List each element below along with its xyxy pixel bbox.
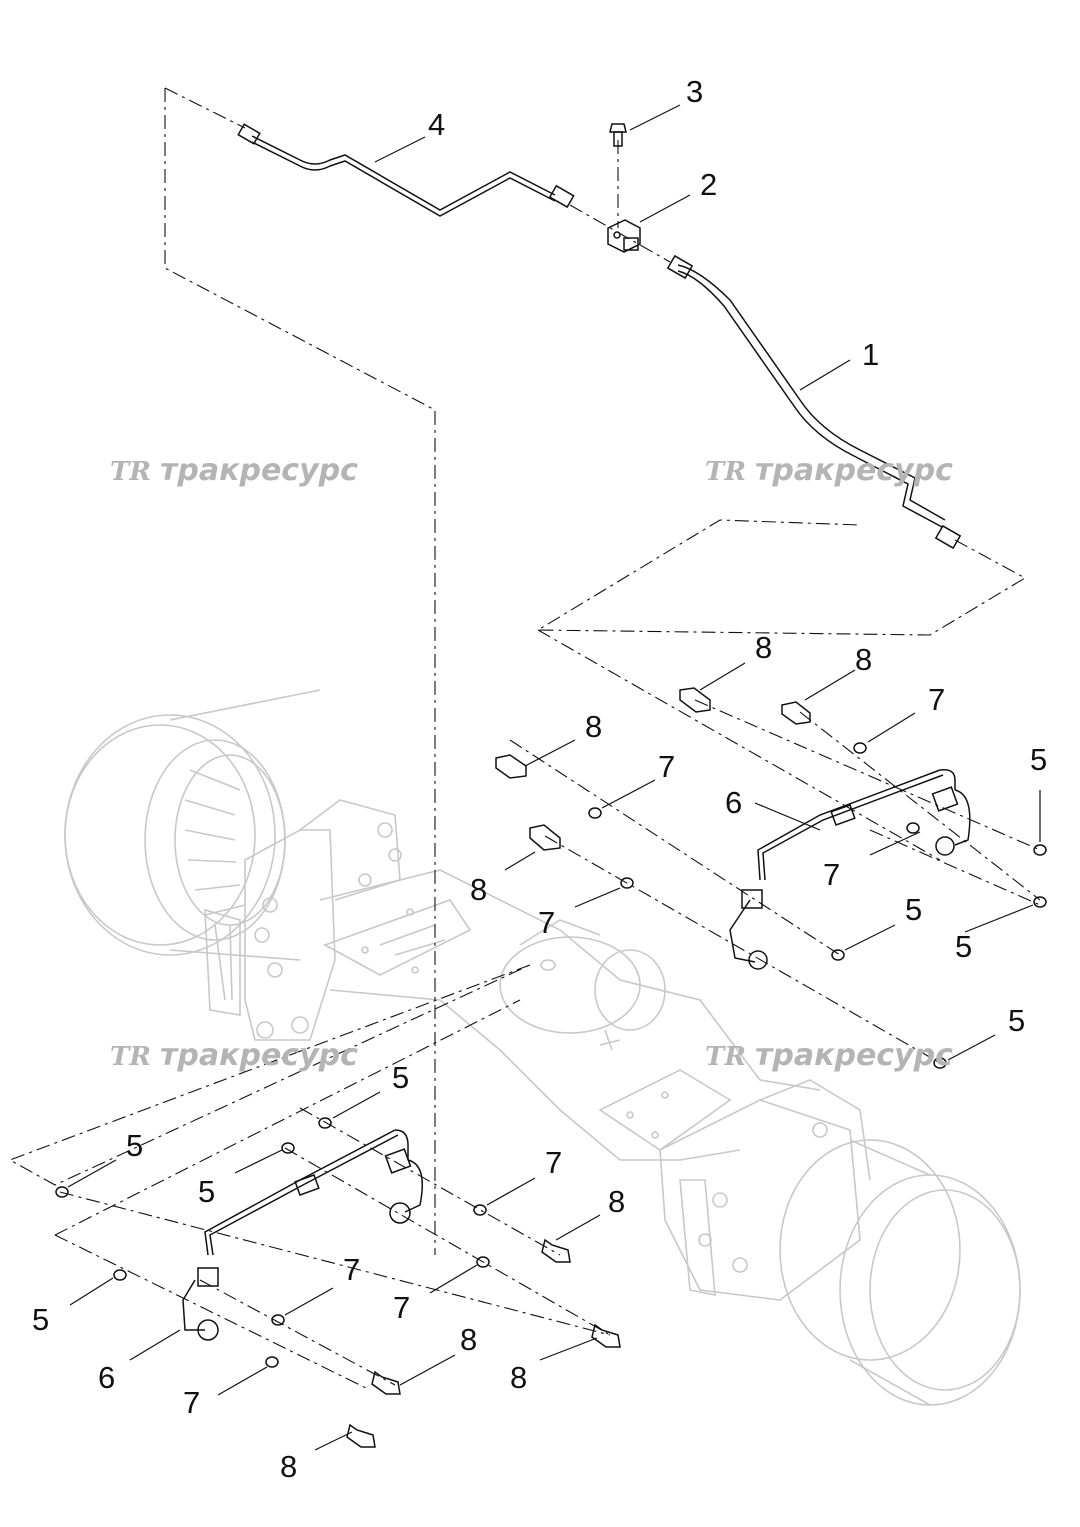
callout-3: 3 [686, 74, 703, 109]
callout-5: 5 [905, 892, 922, 927]
callout-7: 7 [545, 1145, 562, 1180]
banjo-bolts [346, 687, 811, 1448]
callout-8: 8 [755, 630, 772, 665]
brake-pipe-6-left [182, 1129, 423, 1341]
callout-6: 6 [725, 785, 742, 820]
callout-4: 4 [428, 107, 445, 142]
callout-2: 2 [700, 167, 717, 202]
callout-8: 8 [460, 1322, 477, 1357]
callout-5: 5 [32, 1302, 49, 1337]
brake-pipe-6-right [729, 768, 971, 970]
washers [55, 742, 1047, 1368]
tee-fitting-2 [607, 219, 641, 253]
watermark-top-left: TR тракресурс [110, 453, 358, 488]
alignment-lines [8, 87, 1041, 1391]
callout-5: 5 [126, 1128, 143, 1163]
brake-pipe-1 [666, 254, 962, 550]
callout-7: 7 [183, 1385, 200, 1420]
callout-5: 5 [955, 929, 972, 964]
axle-assembly-ghost [64, 689, 1021, 1406]
callout-8: 8 [280, 1449, 297, 1484]
callout-5: 5 [392, 1060, 409, 1095]
callout-8: 8 [855, 642, 872, 677]
svg-text:TR: TR [705, 1042, 746, 1072]
parts [55, 123, 1047, 1448]
callout-8: 8 [608, 1184, 625, 1219]
svg-text:тракресурс: тракресурс [160, 453, 358, 488]
svg-text:тракресурс: тракресурс [160, 1038, 358, 1073]
svg-text:тракресурс: тракресурс [755, 453, 953, 488]
svg-text:TR: TR [110, 1042, 151, 1072]
callout-5: 5 [198, 1174, 215, 1209]
callout-7: 7 [393, 1290, 410, 1325]
svg-text:TR: TR [110, 457, 151, 487]
callout-7: 7 [928, 682, 945, 717]
watermark-bottom-left: TR тракресурс [110, 1038, 358, 1073]
leader-lines [67, 104, 1041, 1451]
callout-7: 7 [658, 749, 675, 784]
callout-8: 8 [510, 1360, 527, 1395]
svg-text:тракресурс: тракресурс [755, 1038, 953, 1073]
callout-8: 8 [470, 872, 487, 907]
callout-7: 7 [823, 857, 840, 892]
brake-pipe-4 [237, 123, 575, 217]
svg-text:TR: TR [705, 457, 746, 487]
callout-1: 1 [862, 337, 879, 372]
watermark-bottom-right: TR тракресурс [705, 1038, 953, 1073]
bolt-3 [609, 123, 627, 147]
callout-5: 5 [1030, 742, 1047, 777]
watermark-top-right: TR тракресурс [705, 453, 953, 488]
callout-7: 7 [538, 905, 555, 940]
callout-5: 5 [1008, 1003, 1025, 1038]
callout-8: 8 [585, 709, 602, 744]
callout-7: 7 [343, 1252, 360, 1287]
callout-6: 6 [98, 1360, 115, 1395]
callout-labels: 1 2 3 4 5 5 5 5 5 5 5 5 6 6 7 7 7 7 7 7 … [32, 74, 1047, 1484]
